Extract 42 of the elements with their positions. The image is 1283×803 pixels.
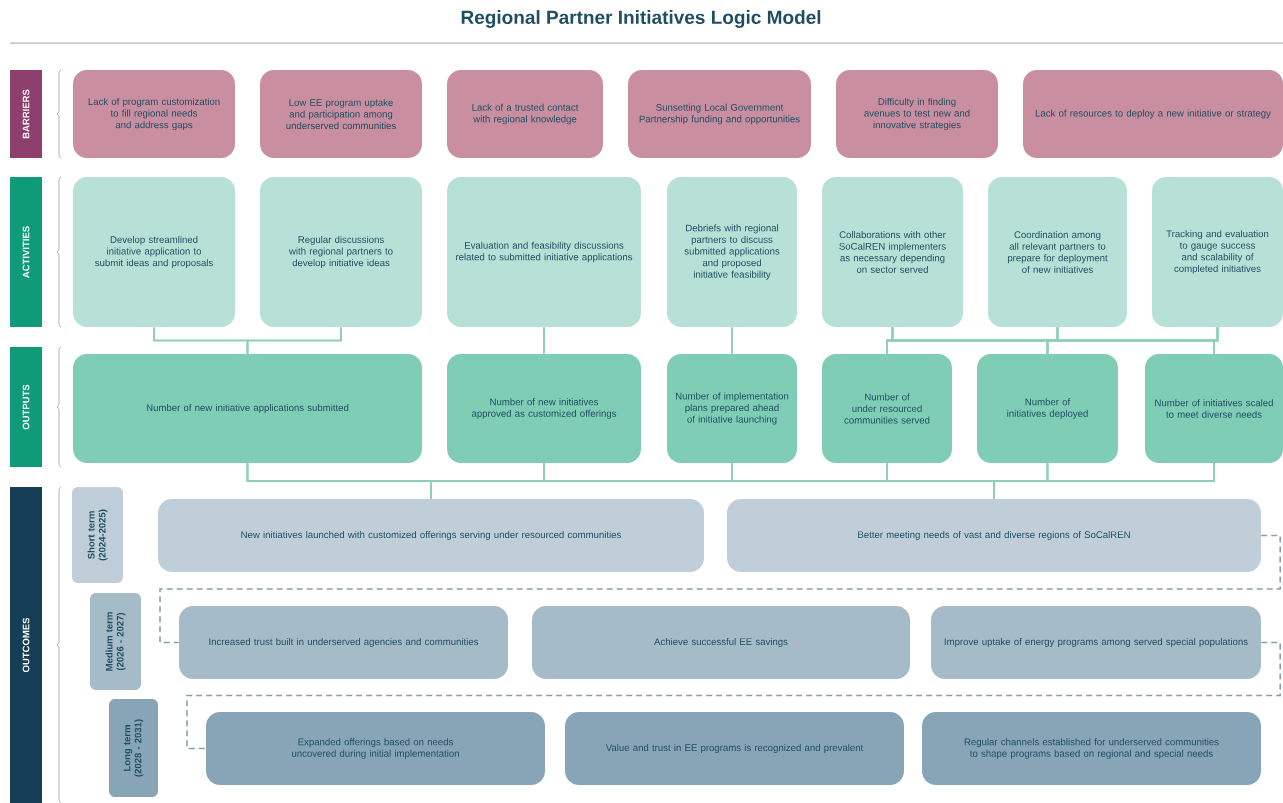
term-label: Long term (2028 - 2031) [109,699,158,797]
output-box: Number of under resourced communities served [822,354,952,463]
activity-box: Tracking and evaluation to gauge success and scalability of completed initiatives [1152,177,1283,327]
term-label: Medium term (2026 - 2027) [90,593,141,690]
connector [993,462,1215,500]
outcome-box: Regular channels established for underserved communities to shape programs based on regional and special needs [922,712,1261,785]
barrier-box: Difficulty in finding avenues to test new and innovative strategies [836,70,998,158]
activity-box: Coordination among all relevant partners to prepare for deployment of new initiatives [988,177,1127,327]
outcome-box: Expanded offerings based on needs uncovered during initial implementation [206,712,545,785]
activity-box: Regular discussions with regional partners to develop initiative ideas [260,177,422,327]
barrier-box: Lack of a trusted contact with regional knowledge [447,70,603,158]
activity-box: Collaborations with other SoCalREN implementers as necessary depending on sector served [822,177,963,327]
connector [731,326,733,355]
activity-box: Evaluation and feasibility discussions related to submitted initiative applications [447,177,641,327]
section-label: OUTPUTS [10,347,42,467]
connector [246,326,342,355]
output-box: Number of initiatives deployed [977,354,1118,463]
output-box: Number of implementation plans prepared ahead of initiative launching [667,354,797,463]
section-label: BARRIERS [10,70,42,158]
outcome-box: Value and trust in EE programs is recognized and prevalent [565,712,904,785]
barrier-box: Lack of resources to deploy a new initiative or strategy [1023,70,1283,158]
connector [543,326,545,355]
activity-box: Develop streamlined initiative application to submit ideas and proposals [73,177,235,327]
output-box: Number of new initiatives approved as customized offerings [447,354,641,463]
barrier-box: Low EE program uptake and participation among underserved communities [260,70,422,158]
connector [1213,326,1219,355]
term-label: Short term (2024-2025) [72,487,123,583]
barrier-box: Sunsetting Local Government Partnership funding and opportunities [628,70,811,158]
barrier-box: Lack of program customization to fill regional needs and address gaps [73,70,235,158]
connector [159,534,1281,644]
outcome-box: Improve uptake of energy programs among served special populations [931,606,1261,679]
outcome-box: Increased trust built in underserved agencies and communities [179,606,508,679]
section-label: ACTIVITIES [10,177,42,327]
outcome-box: Better meeting needs of vast and diverse regions of SoCalREN [727,499,1261,572]
connector [186,641,1281,750]
outcome-box: New initiatives launched with customized offerings serving under resourced communities [158,499,704,572]
activity-box: Debriefs with regional partners to discuss submitted applications and proposed initiative feasibility [667,177,797,327]
output-box: Number of initiatives scaled to meet diverse needs [1145,354,1283,463]
outcome-box: Achieve successful EE savings [532,606,910,679]
output-box: Number of new initiative applications submitted [73,354,422,463]
section-label: OUTCOMES [10,487,42,803]
title: Regional Partner Initiatives Logic Model [461,10,821,28]
